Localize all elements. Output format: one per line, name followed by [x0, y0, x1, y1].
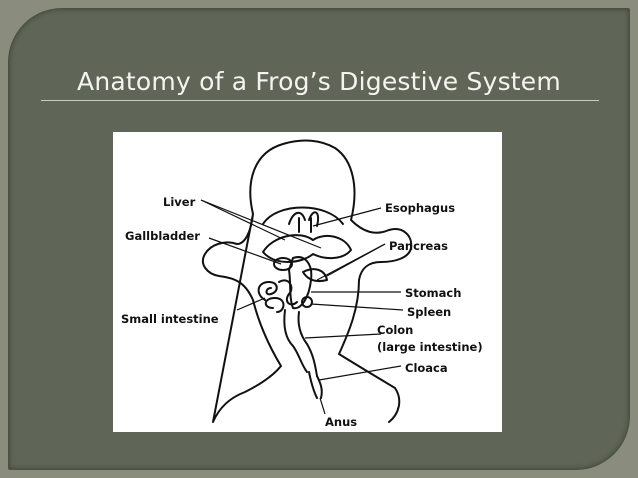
- label-esophagus: Esophagus: [385, 201, 455, 215]
- label-pancreas: Pancreas: [389, 239, 448, 253]
- spleen-shape: [301, 296, 313, 308]
- frog-diagram: Liver Gallbladder Small intestine Esopha…: [113, 132, 502, 432]
- esophagus-shape: [288, 211, 319, 233]
- title-divider: [41, 100, 599, 101]
- colon-shape: [283, 309, 318, 377]
- slide-frame: Anatomy of a Frog’s Digestive System: [8, 8, 630, 470]
- gallbladder-leader: [208, 237, 282, 265]
- frog-inner-outline: [262, 206, 344, 225]
- pancreas-shape: [302, 268, 328, 282]
- label-liver: Liver: [163, 195, 196, 209]
- liver-leader-2: [200, 199, 322, 249]
- spleen-leader: [310, 303, 404, 311]
- label-small-intestine: Small intestine: [121, 312, 219, 326]
- label-stomach: Stomach: [405, 286, 461, 300]
- liver-leader-1: [200, 199, 286, 241]
- label-colon-sub: (large intestine): [377, 340, 483, 354]
- label-anus: Anus: [325, 415, 357, 429]
- label-gallbladder: Gallbladder: [125, 229, 200, 243]
- label-cloaca: Cloaca: [405, 361, 448, 375]
- esophagus-leader: [312, 207, 382, 227]
- liver-shape: [262, 234, 352, 263]
- frog-body-outline: [201, 139, 413, 423]
- cloaca-leader: [318, 365, 402, 381]
- pancreas-leader-2: [316, 243, 386, 281]
- label-colon: Colon: [377, 323, 413, 337]
- colon-leader: [304, 333, 382, 339]
- cloaca-shape: [308, 371, 323, 399]
- anus-leader: [319, 397, 326, 415]
- label-spleen: Spleen: [407, 305, 451, 319]
- slide-title: Anatomy of a Frog’s Digestive System: [77, 67, 561, 96]
- small-intestine-shape: [257, 279, 298, 313]
- small-intestine-leader: [236, 297, 266, 311]
